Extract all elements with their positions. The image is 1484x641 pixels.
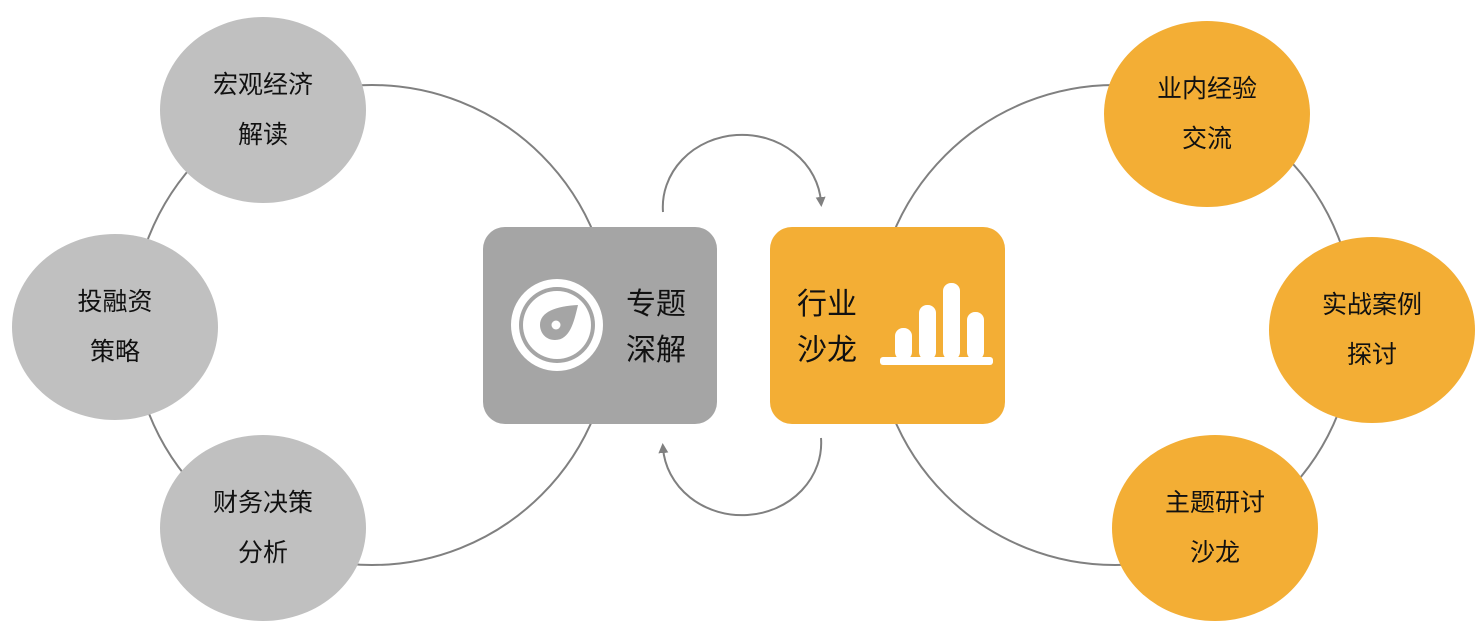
label-line: 宏观经济 <box>212 70 313 99</box>
node-left-0 <box>160 17 366 203</box>
node-right-1 <box>1269 237 1475 423</box>
label-line: 交流 <box>1181 124 1232 153</box>
node-right-2 <box>1112 435 1318 621</box>
node-right-0-label: 业内经验 交流 <box>1107 64 1307 164</box>
right-hub-title-line1: 行业 <box>797 287 857 322</box>
label-line: 实战案例 <box>1321 290 1422 319</box>
label-line: 解读 <box>237 120 288 149</box>
left-hub-title: 专题 深解 <box>626 282 686 374</box>
node-right-2-label: 主题研讨 沙龙 <box>1115 478 1315 578</box>
label-line: 策略 <box>89 337 140 366</box>
right-hub-box <box>770 227 1005 424</box>
right-hub-title: 行业 沙龙 <box>797 282 857 374</box>
node-right-1-label: 实战案例 探讨 <box>1272 280 1472 380</box>
label-line: 财务决策 <box>212 488 313 517</box>
node-right-0 <box>1104 21 1310 207</box>
node-left-2 <box>160 435 366 621</box>
node-left-2-label: 财务决策 分析 <box>163 478 363 578</box>
node-left-0-label: 宏观经济 解读 <box>163 60 363 160</box>
left-hub-title-line1: 专题 <box>626 287 686 322</box>
label-line: 分析 <box>237 538 288 567</box>
right-hub-title-line2: 沙龙 <box>797 333 857 368</box>
node-left-1-label: 投融资 策略 <box>15 277 215 377</box>
label-line: 沙龙 <box>1189 538 1240 567</box>
arrow-bottom <box>658 437 823 517</box>
label-line: 探讨 <box>1346 340 1397 369</box>
label-line: 投融资 <box>77 287 153 316</box>
left-hub-title-line2: 深解 <box>626 333 686 368</box>
bar-chart-icon <box>880 283 993 365</box>
compass-icon <box>511 279 603 371</box>
label-line: 主题研讨 <box>1164 488 1265 517</box>
label-line: 业内经验 <box>1156 74 1257 103</box>
node-left-1 <box>12 234 218 420</box>
arrow-top <box>661 133 826 213</box>
